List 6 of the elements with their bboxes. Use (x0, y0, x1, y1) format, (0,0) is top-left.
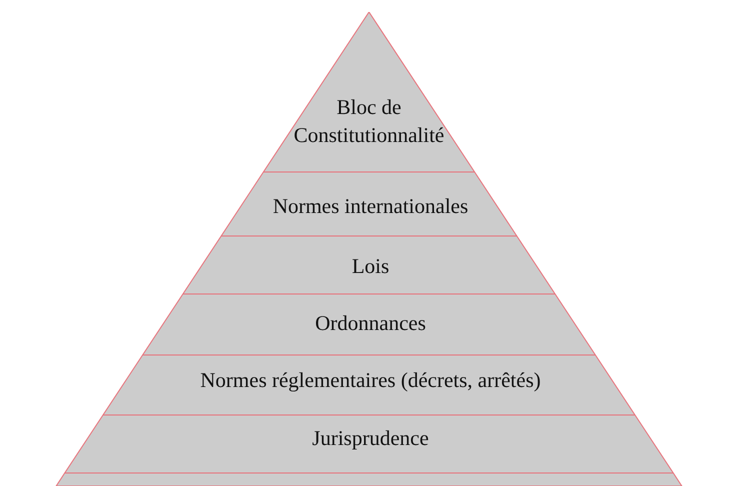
tier-label: Jurisprudence (311, 425, 430, 452)
tier-label: Bloc de Constitutionnalité (292, 94, 446, 149)
tier-label: Normes réglementaires (décrets, arrêtés) (199, 367, 542, 394)
tier-label: Normes internationales (272, 193, 470, 220)
tier-label: Lois (350, 253, 390, 280)
tier-label: Ordonnances (314, 310, 427, 337)
